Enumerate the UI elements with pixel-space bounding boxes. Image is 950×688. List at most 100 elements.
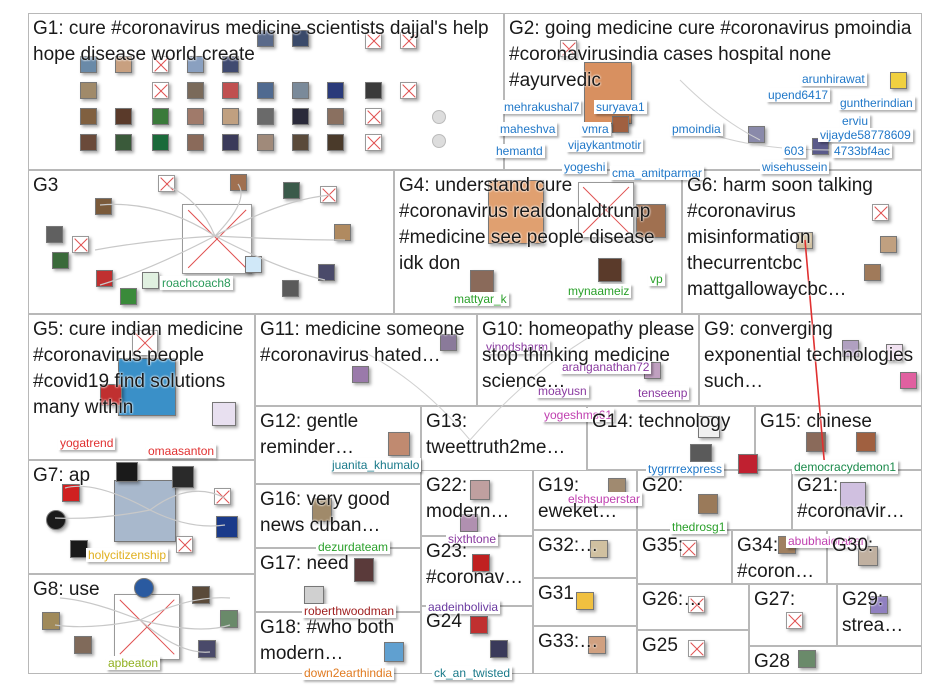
user-label[interactable]: dezurdateam [316,540,391,554]
user-label[interactable]: ck_an_twisted [432,666,513,680]
user-avatar[interactable] [806,432,826,452]
user-avatar[interactable] [365,82,382,99]
user-label[interactable]: pmoindia [670,122,723,136]
user-avatar[interactable] [870,596,888,614]
user-avatar[interactable] [312,498,332,522]
user-label[interactable]: vmra [580,122,611,136]
user-label[interactable]: 603 [782,144,807,158]
user-avatar[interactable] [257,134,274,151]
user-label[interactable]: 4733bf4ac [832,144,893,158]
user-avatar[interactable] [115,134,132,151]
user-avatar[interactable] [52,252,69,269]
group-g35[interactable]: G35: [637,530,732,584]
user-avatar[interactable] [80,56,97,73]
user-avatar[interactable] [96,270,113,287]
user-avatar[interactable] [187,56,204,73]
group-g34[interactable]: G34: #coron… [732,530,827,584]
user-label[interactable]: suryava1 [594,100,647,114]
user-label[interactable]: wisehussein [760,160,830,174]
user-label[interactable]: hemantd [494,144,545,158]
user-avatar[interactable] [590,540,608,558]
user-avatar[interactable] [292,108,309,125]
user-avatar[interactable] [588,636,606,654]
user-avatar[interactable] [115,56,132,73]
broken-image-avatar[interactable] [786,612,803,629]
group-g10[interactable]: G10: homeopathy please stop thinking med… [477,314,699,406]
broken-image-avatar[interactable] [680,540,697,557]
broken-image-avatar[interactable] [365,32,382,49]
user-avatar[interactable] [115,108,132,125]
group-g5[interactable]: G5: cure indian medicine #coronavirus pe… [28,314,255,460]
user-avatar[interactable] [198,640,216,658]
user-avatar[interactable] [222,82,239,99]
user-label[interactable]: vp [648,272,665,286]
group-g4[interactable]: G4: understand cure #coronavirus realdon… [394,170,682,314]
user-avatar[interactable] [880,236,897,253]
user-label[interactable]: apbeaton [106,656,161,670]
user-label[interactable]: tygrrrrexpress [646,462,725,476]
user-avatar[interactable] [152,134,169,151]
user-avatar[interactable] [470,616,488,634]
user-avatar[interactable] [245,256,262,273]
broken-image-avatar[interactable] [152,56,169,73]
user-avatar[interactable] [187,134,204,151]
user-label[interactable]: aadeinbolivia [426,600,501,614]
group-g30[interactable]: G30: [827,530,922,584]
user-avatar[interactable] [95,198,112,215]
user-avatar[interactable] [354,558,374,582]
user-label[interactable]: maheshva [498,122,558,136]
user-avatar[interactable] [470,480,490,500]
broken-image-avatar[interactable] [176,536,193,553]
group-g21[interactable]: G21: #coronavir… [792,470,922,530]
user-label[interactable]: vijaykantmotir [566,138,644,152]
user-avatar[interactable] [292,30,309,47]
user-label[interactable]: thedrosg1 [670,520,728,534]
user-label[interactable]: roberthwoodman [302,604,397,618]
group-g18[interactable]: G18: #who both modern… [255,612,421,674]
group-g23[interactable]: G23: #coronav… [421,536,533,606]
user-avatar[interactable] [187,108,204,125]
user-avatar[interactable] [222,56,239,73]
user-avatar[interactable] [187,82,204,99]
group-g12[interactable]: G12: gentle reminder… [255,406,421,484]
user-avatar[interactable] [327,108,344,125]
default-avatar[interactable] [432,110,446,124]
user-avatar[interactable] [257,82,274,99]
broken-image-avatar[interactable] [578,182,634,238]
group-g29[interactable]: G29: strea… [837,584,922,646]
user-avatar[interactable] [900,372,917,389]
user-avatar[interactable] [46,510,66,530]
user-avatar[interactable] [886,344,903,361]
user-avatar[interactable] [257,30,274,47]
group-g9[interactable]: G9: converging exponential technologies … [699,314,922,406]
user-avatar[interactable] [698,494,718,514]
user-avatar[interactable] [142,272,159,289]
broken-image-avatar[interactable] [132,330,158,356]
user-avatar[interactable] [748,126,765,143]
group-g22[interactable]: G22: modern… [421,470,533,536]
ap-logo[interactable] [116,462,138,482]
user-avatar[interactable] [858,546,878,566]
group-g6[interactable]: G6: harm soon talking #coronavirus misin… [682,170,922,314]
user-avatar[interactable] [318,264,335,281]
broken-image-hub[interactable] [114,594,180,660]
broken-image-avatar[interactable] [400,32,417,49]
user-avatar[interactable] [840,482,866,508]
broken-image-avatar[interactable] [214,488,231,505]
user-avatar[interactable] [80,108,97,125]
broken-image-avatar[interactable] [688,596,705,613]
default-profile-avatar[interactable] [114,480,176,542]
group-g19[interactable]: G19: eweket… [533,470,637,530]
user-avatar[interactable] [842,340,859,357]
user-avatar[interactable] [738,454,758,474]
group-g28[interactable]: G28 [749,646,922,674]
user-label[interactable]: juanita_khumalo [330,458,422,472]
group-g31[interactable]: G31 [533,578,637,626]
user-avatar[interactable] [172,466,194,488]
user-avatar[interactable] [100,384,122,406]
group-g17[interactable]: G17: need [255,548,421,612]
user-label[interactable]: omaasanton [146,444,217,458]
user-avatar[interactable] [327,134,344,151]
user-avatar[interactable] [292,134,309,151]
user-avatar[interactable] [220,610,238,628]
